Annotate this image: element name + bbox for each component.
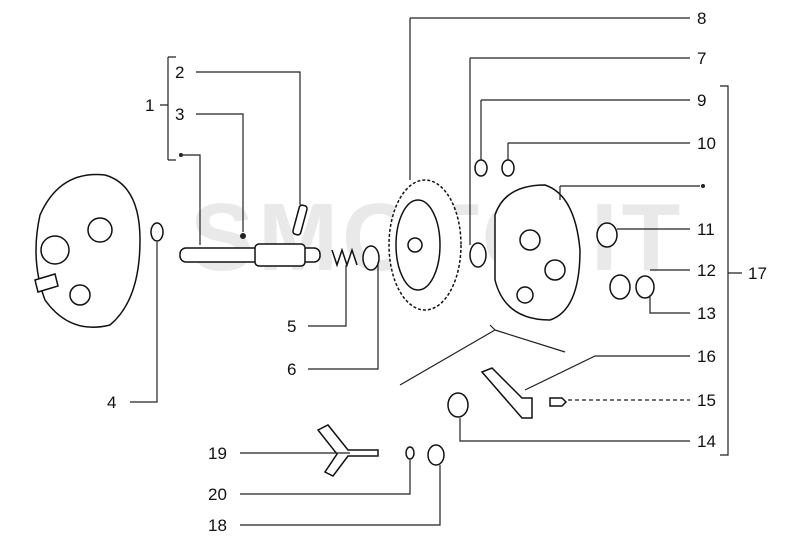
label-15: 15 <box>697 391 716 410</box>
label-14: 14 <box>697 432 716 451</box>
label-2: 2 <box>175 63 184 82</box>
fork-part-19 <box>316 424 379 477</box>
label-5: 5 <box>287 317 296 336</box>
label-3: 3 <box>175 105 184 124</box>
washer-part-4 <box>150 222 164 242</box>
spring-part-5 <box>331 247 358 268</box>
gear-part-8 <box>388 179 462 311</box>
label-17: 17 <box>748 264 767 283</box>
label-20: 20 <box>208 485 227 504</box>
label-19: 19 <box>208 444 227 463</box>
leader-lines <box>130 17 742 526</box>
label-1: 1 <box>145 96 154 115</box>
label-8: 8 <box>697 9 706 28</box>
bearing-part-12 <box>609 274 631 300</box>
bearing-part-11 <box>596 222 618 248</box>
gearbox-housing <box>494 184 581 321</box>
bushing-part-18 <box>427 444 445 466</box>
washer-part-6 <box>362 245 380 271</box>
washer-part-9 <box>474 159 488 177</box>
label-7: 7 <box>697 49 706 68</box>
label-16: 16 <box>697 347 716 366</box>
label-12: 12 <box>697 261 716 280</box>
washer-part-10 <box>501 159 515 177</box>
bushing-part-13 <box>635 275 655 299</box>
label-6: 6 <box>287 360 296 379</box>
pin-part-2 <box>292 204 308 236</box>
label-11: 11 <box>697 220 715 239</box>
fork-part-16 <box>480 367 533 419</box>
label-4: 4 <box>107 393 116 412</box>
label-13: 13 <box>697 304 716 323</box>
assembly-lines <box>399 324 566 386</box>
label-18: 18 <box>208 516 227 535</box>
label-9: 9 <box>697 91 706 110</box>
washer-part-7 <box>469 242 487 268</box>
shaft-part-1 <box>179 233 321 267</box>
bushing-part-14 <box>447 392 469 418</box>
ring-part-20 <box>405 446 415 460</box>
gearbox-cover <box>34 173 141 328</box>
label-10: 10 <box>697 134 716 153</box>
screw-part-15 <box>549 397 568 407</box>
